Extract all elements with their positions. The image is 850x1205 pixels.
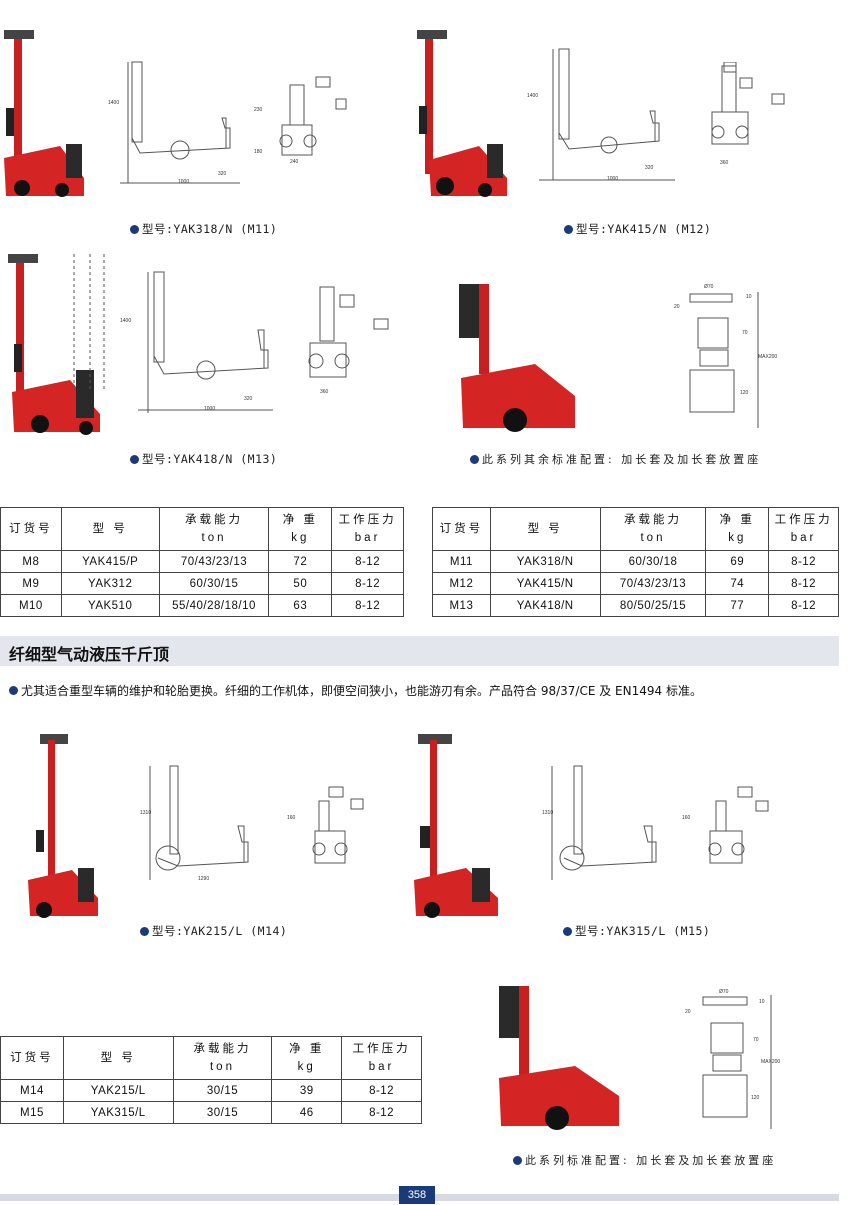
bullet-icon — [9, 686, 18, 695]
svg-text:MAX200: MAX200 — [761, 1059, 780, 1065]
bullet-icon — [513, 1156, 522, 1165]
svg-text:160: 160 — [287, 815, 296, 821]
bullet-icon — [470, 455, 479, 464]
side-drawing-m15: 1310 — [542, 765, 657, 880]
svg-text:120: 120 — [751, 1095, 760, 1101]
front-drawing-m13: 360 — [308, 286, 389, 395]
svg-text:180: 180 — [254, 149, 263, 155]
header-order-no: 订货号 — [0, 1036, 64, 1080]
svg-text:1000: 1000 — [204, 406, 215, 412]
front-drawing-m15: 160 — [682, 786, 769, 864]
model-caption-m12: 型号:YAK415/N (M12) — [564, 221, 711, 237]
svg-text:20: 20 — [685, 1009, 691, 1015]
header-order-no: 订货号 — [432, 507, 491, 551]
svg-text:70: 70 — [753, 1037, 759, 1043]
jack-photo-accessory-1 — [459, 284, 575, 432]
svg-text:160: 160 — [682, 815, 691, 821]
svg-text:70: 70 — [742, 330, 748, 336]
bullet-icon — [130, 455, 139, 464]
svg-text:320: 320 — [244, 396, 253, 402]
header-model: 型 号 — [62, 1036, 174, 1080]
front-drawing-m12: 360 — [711, 62, 785, 166]
accessory-note-2: 此系列标准配置: 加长套及加长套放置座 — [513, 1152, 776, 1168]
section-title: 纤细型气动液压千斤顶 — [9, 645, 170, 664]
accessory-drawing-2: Ø70 10 20 70 MAX200 120 — [685, 989, 780, 1129]
svg-text:320: 320 — [218, 171, 227, 177]
section-intro: 尤其适合重型车辆的维护和轮胎更换。纤细的工作机体，即便空间狭小，也能游刃有余。产… — [9, 682, 702, 699]
svg-text:Ø70: Ø70 — [704, 284, 714, 290]
section-header-bar — [0, 636, 839, 666]
front-drawing-m14: 160 — [287, 786, 364, 864]
jack-photo-m11 — [4, 30, 84, 197]
bullet-icon — [140, 927, 149, 936]
svg-text:1000: 1000 — [607, 176, 618, 182]
svg-text:Ø70: Ø70 — [719, 989, 729, 995]
side-drawing-m13: 1400 1000 320 — [120, 271, 273, 413]
bullet-icon — [564, 225, 573, 234]
page-number: 358 — [399, 1186, 435, 1204]
svg-text:1400: 1400 — [120, 318, 131, 324]
accessory-note-1: 此系列其余标准配置: 加长套及加长套放置座 — [470, 451, 761, 467]
svg-text:1310: 1310 — [542, 810, 553, 816]
svg-text:360: 360 — [320, 389, 329, 395]
svg-text:20: 20 — [674, 304, 680, 310]
svg-text:1290: 1290 — [198, 876, 209, 882]
svg-text:360: 360 — [720, 160, 729, 166]
model-caption-m14: 型号:YAK215/L (M14) — [140, 923, 287, 939]
jack-photo-accessory-2 — [499, 986, 619, 1130]
model-caption-m11: 型号:YAK318/N (M11) — [130, 221, 277, 237]
bullet-icon — [563, 927, 572, 936]
header-order-no: 订货号 — [0, 507, 62, 551]
side-drawing-m12: 1400 1000 320 — [527, 48, 675, 182]
svg-text:240: 240 — [290, 159, 299, 165]
svg-text:120: 120 — [740, 390, 749, 396]
svg-text:320: 320 — [645, 165, 654, 171]
header-model: 型 号 — [489, 507, 601, 551]
model-caption-m15: 型号:YAK315/L (M15) — [563, 923, 710, 939]
svg-text:230: 230 — [254, 107, 263, 113]
jack-photo-m13 — [8, 254, 105, 435]
jack-photo-m15 — [414, 734, 498, 918]
svg-text:10: 10 — [746, 294, 752, 300]
svg-text:1400: 1400 — [527, 93, 538, 99]
bullet-icon — [130, 225, 139, 234]
accessory-drawing-1: Ø70 10 20 70 MAX200 120 — [674, 284, 777, 428]
front-drawing-m11: 230 180 240 — [254, 76, 347, 165]
header-model: 型 号 — [60, 507, 160, 551]
svg-text:1310: 1310 — [140, 810, 151, 816]
jack-photo-m12 — [417, 30, 507, 197]
svg-text:1400: 1400 — [108, 100, 119, 106]
svg-text:1000: 1000 — [178, 179, 189, 185]
svg-text:10: 10 — [759, 999, 765, 1005]
side-drawing-m11: 1400 1000 320 — [108, 61, 240, 185]
svg-text:MAX200: MAX200 — [758, 354, 777, 360]
side-drawing-m14: 1310 1290 — [140, 765, 249, 882]
jack-photo-m14 — [28, 734, 98, 918]
model-caption-m13: 型号:YAK418/N (M13) — [130, 451, 277, 467]
